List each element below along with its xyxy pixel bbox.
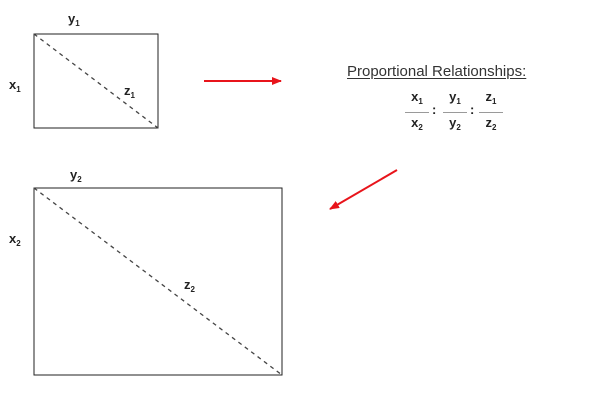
- large-diagonal: [33, 187, 283, 376]
- ratio-separator-2: :: [470, 102, 475, 117]
- large-diagonal-letter: z: [184, 277, 191, 292]
- relationships-title: Proportional Relationships:: [347, 63, 527, 80]
- large-top-subscript: 2: [77, 175, 82, 184]
- large-side-letter: x: [9, 231, 17, 246]
- small-diagonal-label: z1: [124, 84, 135, 102]
- ratio-separator-1: :: [432, 102, 437, 117]
- small-diagonal-letter: z: [124, 83, 131, 98]
- arrow-to-large-rectangle: [329, 169, 398, 210]
- small-side-letter: x: [9, 77, 17, 92]
- ratio-z-bar: [479, 112, 503, 113]
- ratio-z-numerator: z1: [485, 89, 497, 107]
- large-diagonal-subscript: 2: [190, 285, 195, 294]
- ratio-y-bar: [443, 112, 467, 113]
- small-side-label: x1: [9, 78, 21, 96]
- ratio-y: y1 y2: [443, 90, 467, 135]
- ratio-x-bar: [405, 112, 429, 113]
- large-side-label: x2: [9, 232, 21, 250]
- large-top-label: y2: [70, 168, 82, 186]
- small-top-letter: y: [68, 11, 76, 26]
- ratio-z: z1 z2: [479, 90, 503, 135]
- ratio-y-numerator: y1: [449, 89, 461, 107]
- small-top-subscript: 1: [75, 19, 80, 28]
- large-rectangle: [33, 187, 283, 376]
- small-top-label: y1: [68, 12, 80, 30]
- ratio-x-numerator: x1: [411, 89, 423, 107]
- small-rectangle: [33, 33, 159, 129]
- ratio-y-denominator: y2: [449, 115, 461, 133]
- small-side-subscript: 1: [16, 85, 21, 94]
- small-diagonal: [33, 33, 159, 129]
- ratio-x-denominator: x2: [411, 115, 423, 133]
- large-diagonal-label: z2: [184, 278, 195, 296]
- ratio-z-denominator: z2: [485, 115, 497, 133]
- large-side-subscript: 2: [16, 239, 21, 248]
- ratio-x: x1 x2: [405, 90, 429, 135]
- large-top-letter: y: [70, 167, 78, 182]
- small-diagonal-subscript: 1: [130, 91, 135, 100]
